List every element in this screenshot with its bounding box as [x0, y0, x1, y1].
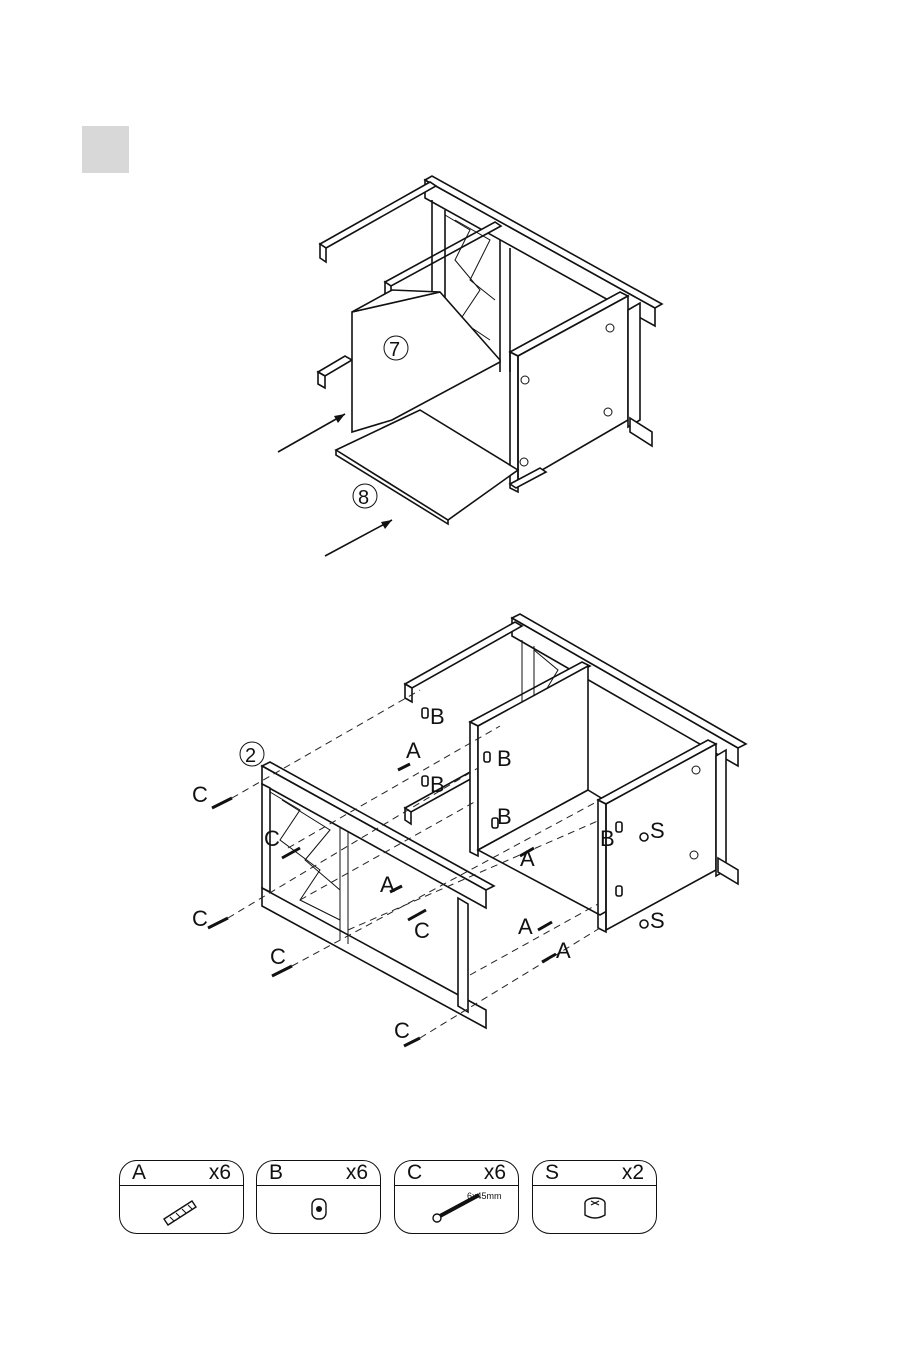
dowel-icon	[120, 1187, 244, 1233]
callout-a: A	[556, 938, 571, 963]
callout-b: B	[430, 772, 445, 797]
callout-c: C	[192, 906, 208, 931]
callout-a: A	[406, 738, 421, 763]
callout-c: C	[270, 944, 286, 969]
hardware-letter: C	[407, 1161, 422, 1185]
hardware-letter: S	[545, 1161, 559, 1185]
hardware-card-s: S x2	[532, 1160, 657, 1234]
callout-c: C	[394, 1018, 410, 1043]
callout-s: S	[650, 818, 665, 843]
callout-c: C	[264, 826, 280, 851]
callout-b: B	[600, 826, 615, 851]
bolt-spec: 6x45mm	[467, 1191, 502, 1201]
callout-b: B	[497, 804, 512, 829]
callout-b: B	[497, 746, 512, 771]
callout-b: B	[430, 704, 445, 729]
callout-a: A	[518, 914, 533, 939]
cam-barrel-icon	[257, 1187, 381, 1233]
callout-c: C	[192, 782, 208, 807]
hardware-qty: x6	[484, 1161, 506, 1185]
callout-a: A	[520, 846, 535, 871]
panel-label-2: 2	[245, 745, 256, 767]
callout-a: A	[380, 872, 395, 897]
hardware-card-a: A x6	[119, 1160, 244, 1234]
hardware-card-b: B x6	[256, 1160, 381, 1234]
hardware-letter: B	[269, 1161, 283, 1185]
hardware-qty: x6	[209, 1161, 231, 1185]
callout-s: S	[650, 908, 665, 933]
hardware-card-c: C x6 6x45mm	[394, 1160, 519, 1234]
cam-lock-icon	[533, 1187, 657, 1233]
assembly-figure-2: 2 B A B B B S A C A C C A A S B C C C	[0, 0, 914, 1100]
hardware-qty: x2	[622, 1161, 644, 1185]
hardware-letter: A	[132, 1161, 146, 1185]
callout-c: C	[414, 918, 430, 943]
hardware-qty: x6	[346, 1161, 368, 1185]
